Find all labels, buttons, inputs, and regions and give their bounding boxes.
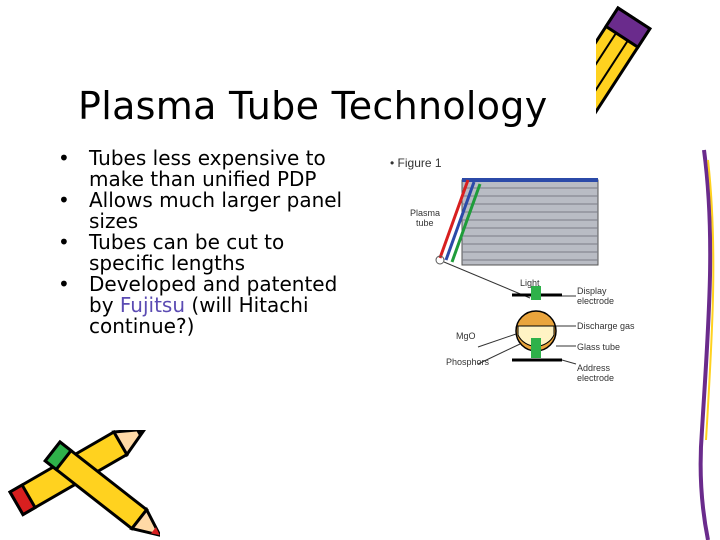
bullet-item: • Tubes can be cut to specific lengths <box>58 232 348 274</box>
tube-panel <box>435 178 599 299</box>
bullet-item: • Tubes less expensive to make than unifi… <box>58 148 348 190</box>
bullet-text: Allows much larger panel sizes <box>89 188 343 233</box>
bullet-text-suffix: (will Hitachi continue?) <box>89 293 309 338</box>
bullet-item: • Developed and patented by Fujitsu (will… <box>58 274 348 337</box>
bullet-text: Tubes can be cut to specific lengths <box>89 230 285 275</box>
label-light: Light <box>520 278 540 288</box>
label-glass-tube: Glass tube <box>577 342 621 352</box>
bullet-text: Tubes less expensive to make than unifie… <box>89 146 326 191</box>
bullet-item: • Allows much larger panel sizes <box>58 190 348 232</box>
plasma-tube-figure: • Figure 1 Plasma tube Light Display ele… <box>380 150 640 390</box>
bullet-dot: • <box>58 230 70 254</box>
bullet-list: • Tubes less expensive to make than unifi… <box>58 148 348 337</box>
slide-title: Plasma Tube Technology <box>78 84 548 128</box>
tube-cross-section <box>477 286 577 365</box>
label-mgo: MgO <box>456 331 476 341</box>
plasma-tube-diagram <box>435 178 599 365</box>
figure-caption: • Figure 1 <box>390 156 442 170</box>
bullet-highlight-fujitsu: Fujitsu <box>119 293 186 317</box>
bullet-dot: • <box>58 188 70 212</box>
label-address-2: electrode <box>577 373 615 383</box>
label-address-1: Address <box>577 363 611 373</box>
label-phosphors: Phosphors <box>446 357 490 367</box>
bullet-dot: • <box>58 272 70 296</box>
bullet-dot: • <box>58 146 70 170</box>
label-plasma: Plasma <box>410 208 441 218</box>
label-display-2: electrode <box>577 296 615 306</box>
crossed-pencils-icon <box>7 430 160 538</box>
label-display-1: Display <box>577 286 607 296</box>
bullet-text: Developed and patented by <box>89 272 338 317</box>
pencil-icon <box>596 5 715 540</box>
label-discharge-gas: Discharge gas <box>577 321 635 331</box>
label-tube: tube <box>416 218 434 228</box>
